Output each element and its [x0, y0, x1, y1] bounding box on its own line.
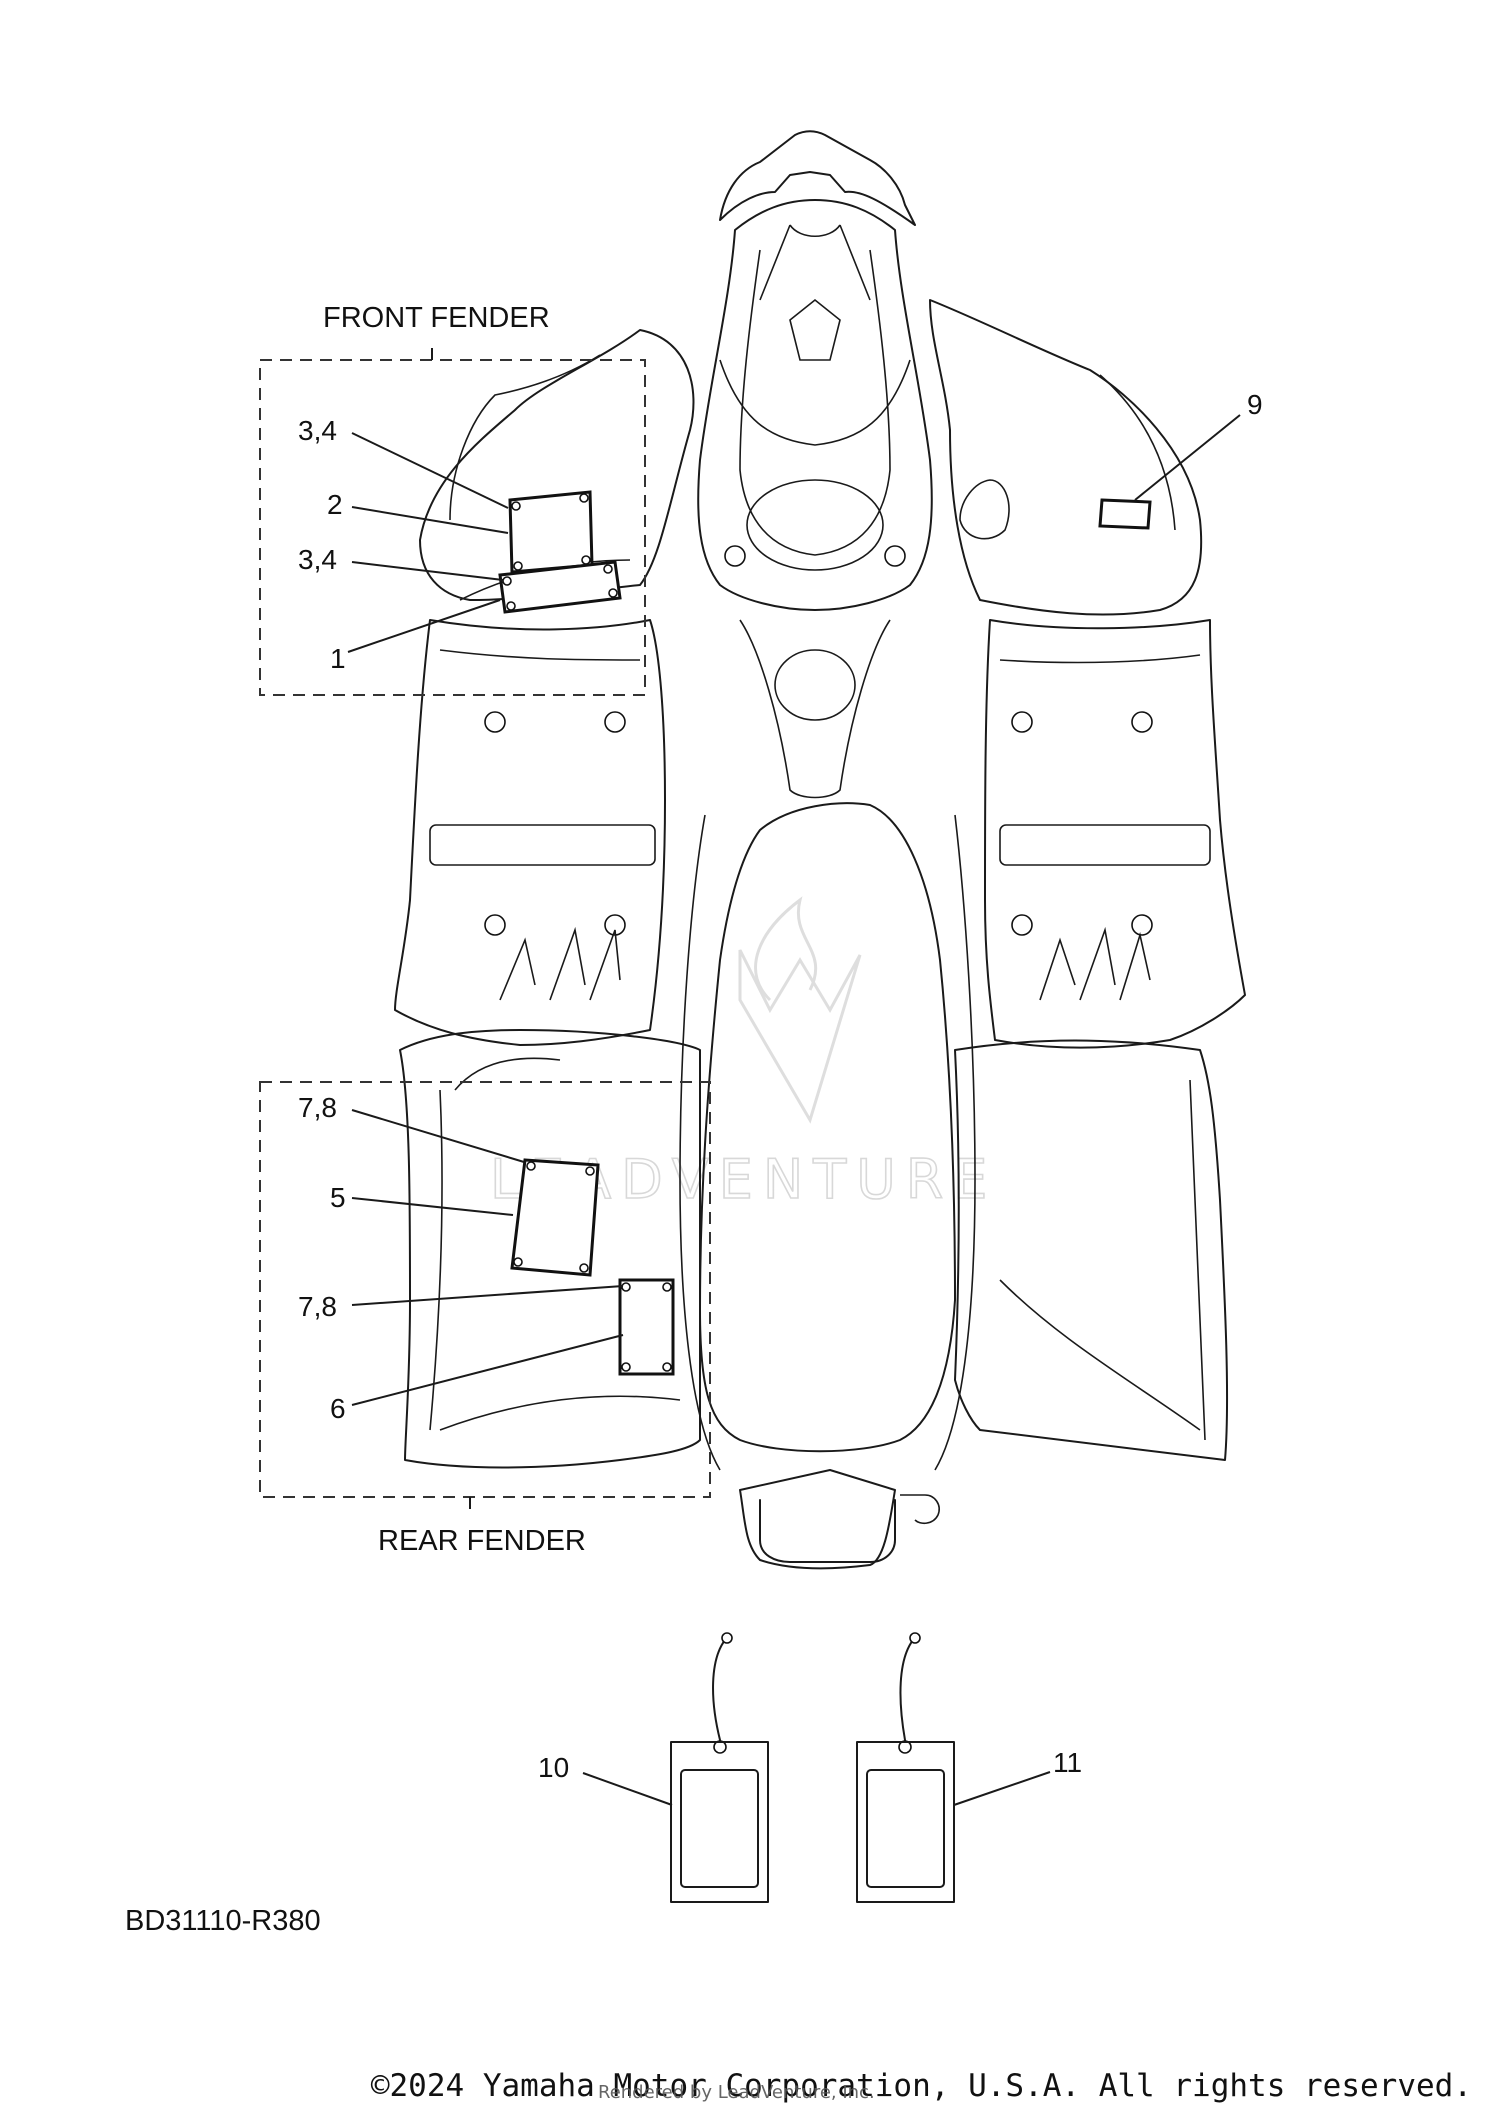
callouts: 3,4 2 3,4 1 9 7,8 5 7,8 6 10 11: [298, 389, 1263, 1783]
rear-fender-label: REAR FENDER: [378, 1525, 586, 1557]
callout-9: 9: [1247, 389, 1263, 420]
atv-body-outline: [394, 130, 1246, 1570]
decal-5[interactable]: [510, 1158, 600, 1277]
callout-7-8-lower: 7,8: [298, 1291, 337, 1322]
callout-1: 1: [330, 643, 346, 674]
decal-1[interactable]: [498, 560, 622, 614]
hang-tag-10[interactable]: [670, 1632, 769, 1903]
decal-6[interactable]: [618, 1278, 675, 1376]
callout-11: 11: [1053, 1747, 1082, 1778]
decal-2[interactable]: [508, 490, 594, 574]
leader-lines: [347, 414, 1241, 1806]
callout-10: 10: [538, 1752, 569, 1783]
callout-3-4-upper: 3,4: [298, 415, 337, 446]
diagram-code: BD31110-R380: [125, 1905, 321, 1937]
front-fender-section: FRONT FENDER: [259, 302, 646, 696]
copyright-notice: ©2024 Yamaha Motor Corporation, U.S.A. A…: [370, 2068, 1472, 2104]
rendered-by-notice: Rendered by LeadVenture, Inc.: [598, 2082, 875, 2103]
callout-2: 2: [327, 489, 343, 520]
front-fender-label: FRONT FENDER: [323, 302, 550, 334]
decal-9[interactable]: [1098, 498, 1152, 530]
rear-fender-section: REAR FENDER: [259, 1081, 711, 1557]
callout-5: 5: [330, 1182, 346, 1213]
hang-tag-11[interactable]: [856, 1632, 955, 1903]
callout-3-4-lower: 3,4: [298, 544, 337, 575]
callout-6: 6: [330, 1393, 346, 1424]
callout-7-8-upper: 7,8: [298, 1092, 337, 1123]
